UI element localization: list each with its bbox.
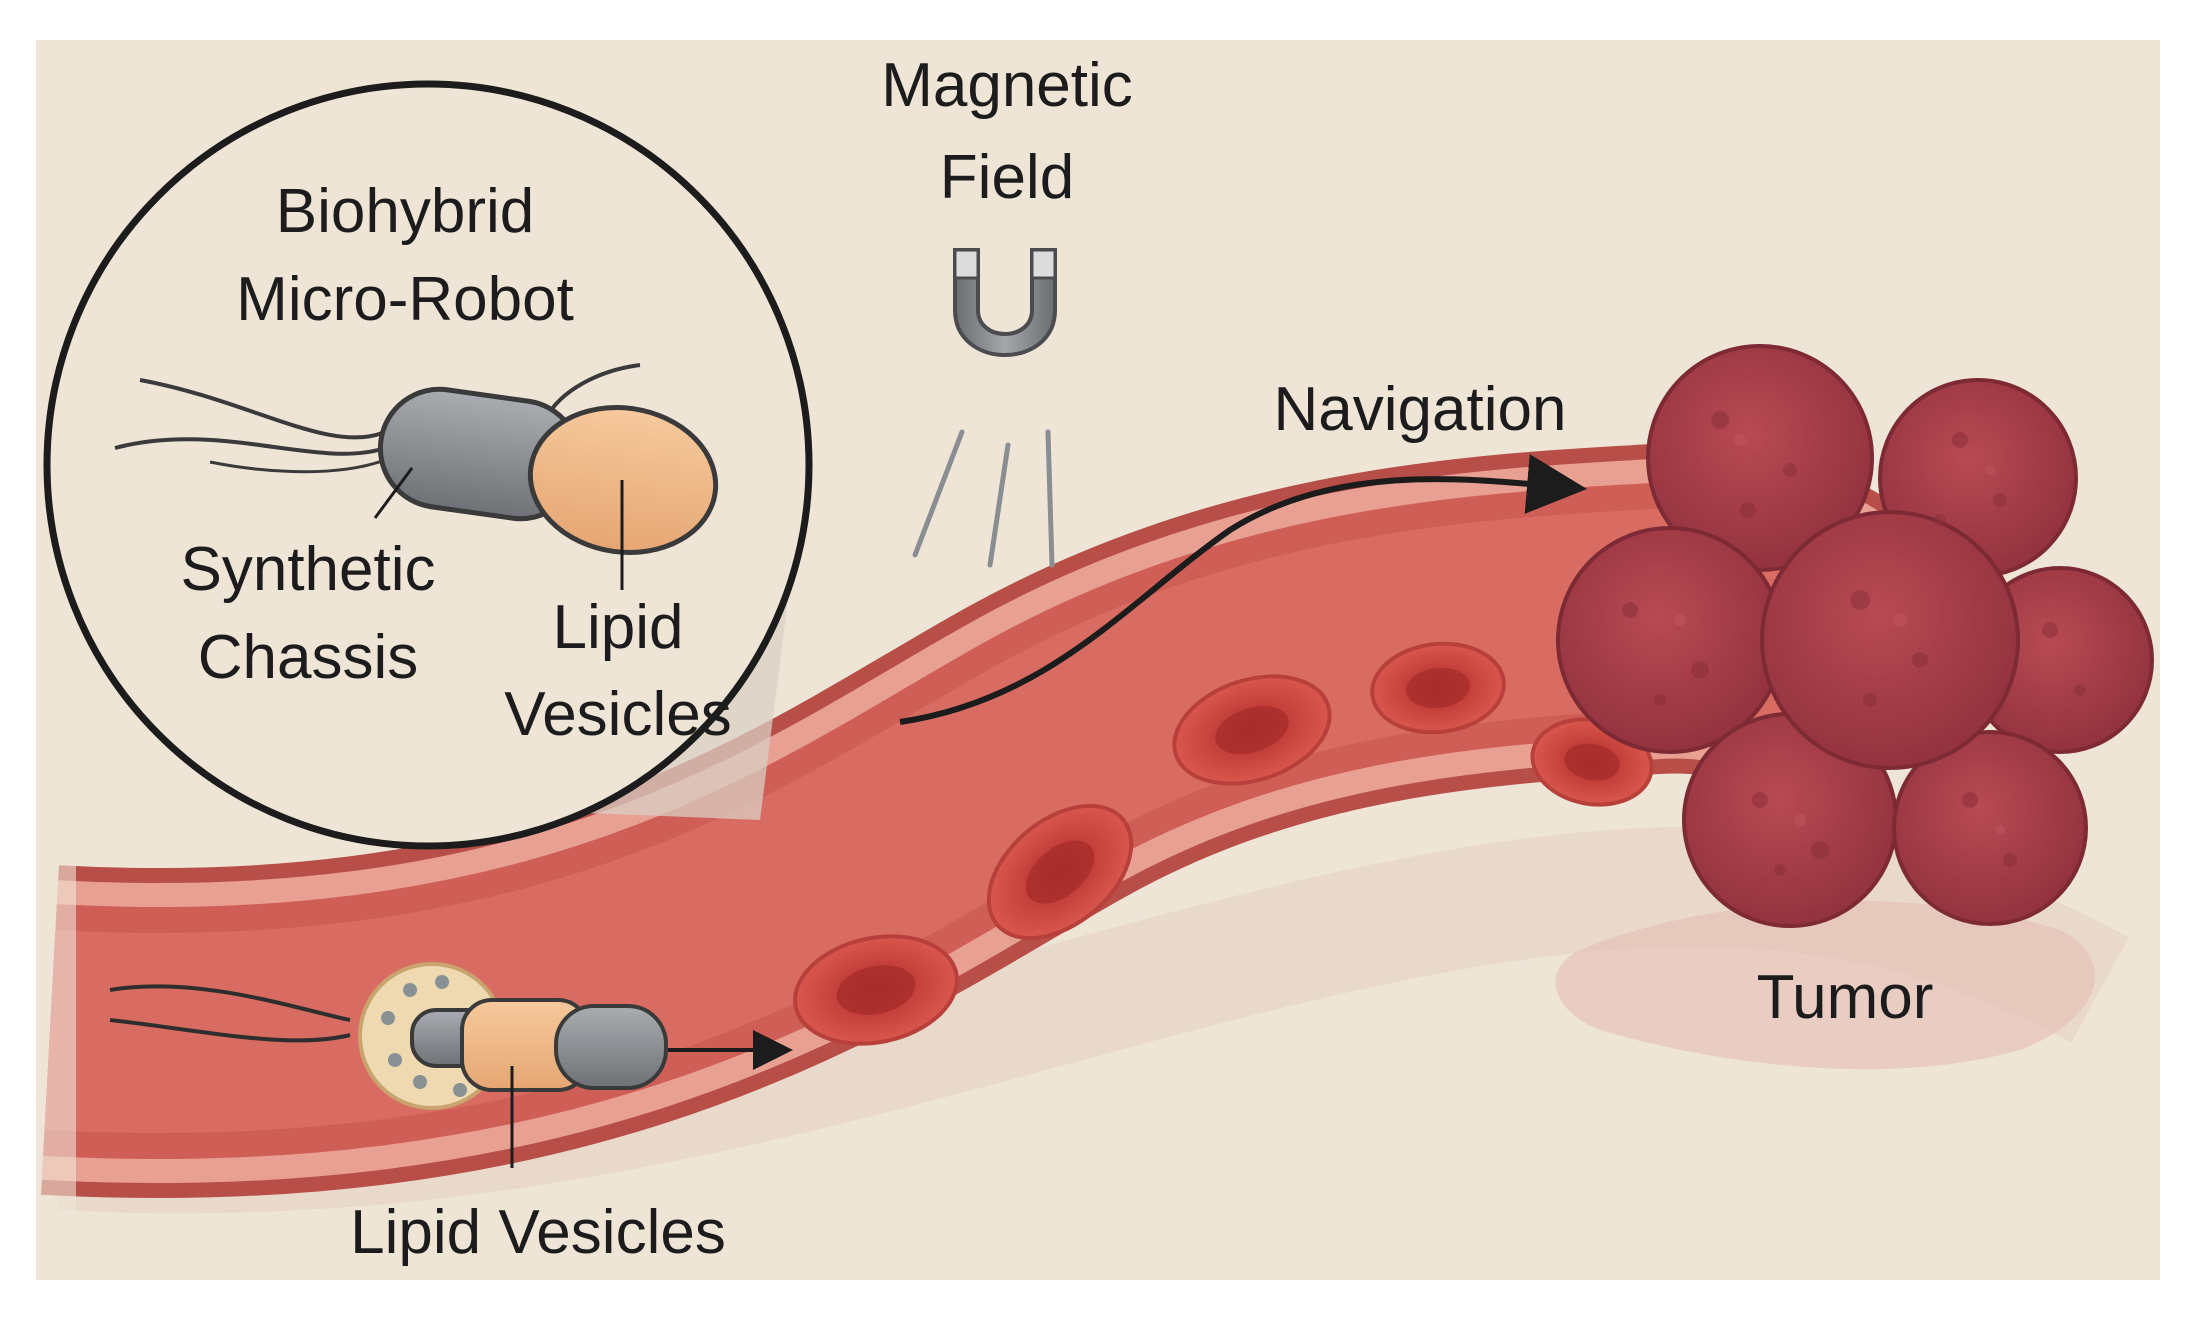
navigation-arrow	[899, 454, 1587, 725]
lipid-vesicles-inset-label: Lipid	[553, 593, 684, 662]
magnetic-field-label-2: Field	[940, 143, 1074, 212]
synthetic-chassis-label: Synthetic	[180, 535, 435, 604]
navigation-label: Navigation	[1274, 375, 1567, 444]
magnet-icon	[953, 248, 1057, 357]
red-blood-cell	[1370, 641, 1506, 735]
synthetic-leader	[373, 467, 414, 519]
robot-title-2: Micro-Robot	[236, 265, 574, 334]
red-blood-cell	[793, 934, 959, 1046]
lipid-vesicles-inset-label-2: Vesicles	[504, 680, 731, 749]
red-blood-cell	[986, 803, 1134, 941]
tumor-spread	[1555, 901, 2095, 1070]
tumor-cluster	[1556, 344, 2154, 928]
magnetic-field-label: Magnetic	[881, 51, 1133, 120]
robot-title: Biohybrid	[276, 177, 534, 246]
vessel-robot	[109, 962, 793, 1168]
synthetic-chassis-label-2: Chassis	[198, 623, 419, 692]
lipid-vesicles-bottom-label: Lipid Vesicles	[350, 1198, 726, 1267]
magnetic-field-lines	[912, 429, 1055, 568]
tumor-label: Tumor	[1757, 963, 1934, 1032]
red-blood-cell	[1172, 674, 1332, 786]
